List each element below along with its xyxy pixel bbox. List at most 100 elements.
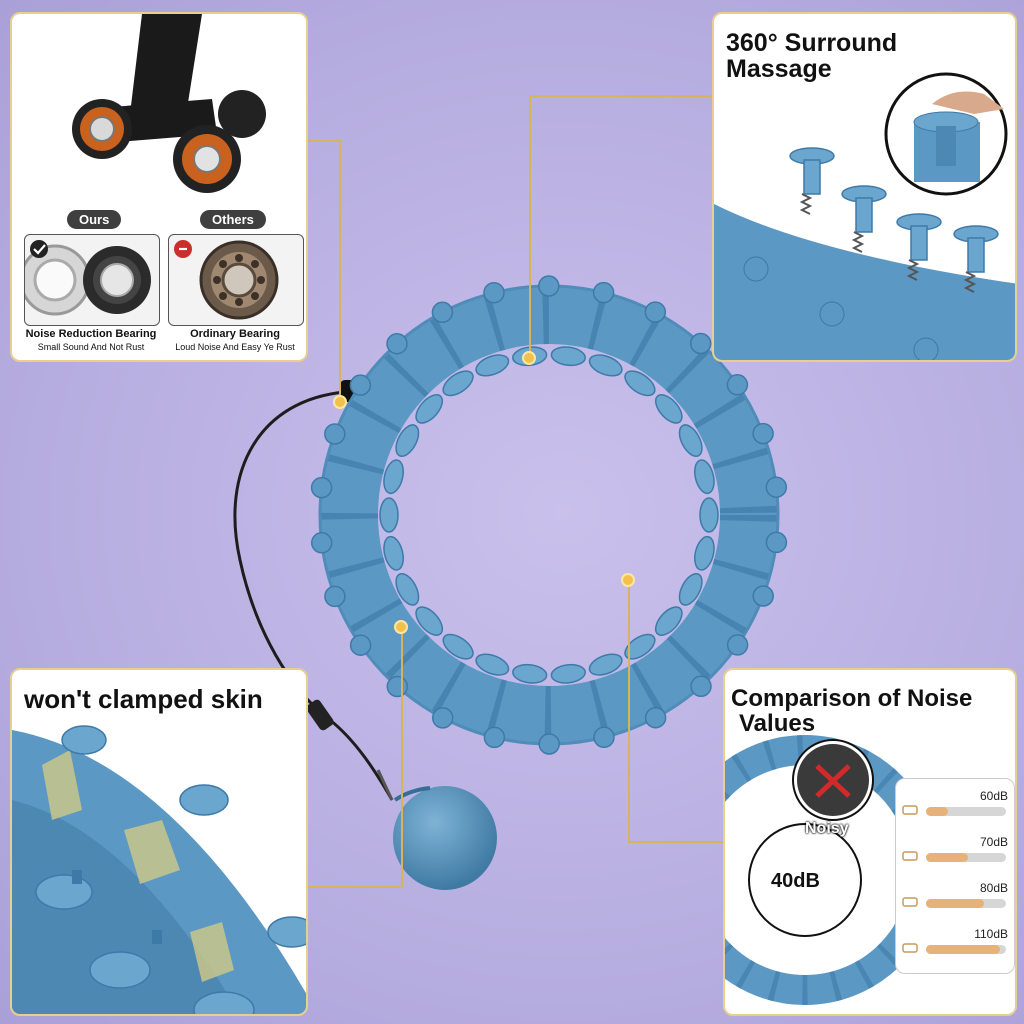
tag-ours: Ours (67, 210, 122, 229)
massage-title: 360° Surround Massage (726, 29, 898, 84)
noise-level-fill (926, 807, 949, 816)
massage-nub-closeup-image (714, 72, 1015, 360)
massage-nub (624, 633, 656, 660)
noise-level-track (926, 899, 1006, 908)
massage-nub (624, 370, 656, 397)
massage-nub (694, 535, 715, 571)
massage-nub (379, 497, 399, 533)
outer-bump (752, 585, 774, 607)
ours-bearing-title: Noise Reduction Bearing (25, 328, 157, 340)
outer-bump (689, 332, 712, 355)
noise-level-row: 110dB (896, 927, 1014, 967)
rope (233, 390, 394, 801)
massage-nub (654, 606, 683, 636)
noise-level-label: 60dB (979, 789, 1008, 803)
outer-bump (349, 374, 372, 396)
massage-nub (699, 497, 719, 533)
massage-nub (588, 354, 623, 377)
massage-nub (415, 606, 444, 636)
massage-nub (550, 346, 586, 367)
massage-nub (475, 653, 510, 676)
connector-skin (401, 628, 403, 888)
noise-title: Comparison of Noise Values (731, 685, 973, 738)
outer-bump (324, 423, 346, 445)
massage-nub (588, 653, 623, 676)
massage-nub (678, 424, 703, 457)
outer-bump (538, 733, 560, 755)
noise-level-track (926, 807, 1006, 816)
bearing-panel: Ours Others Noise Reduction Bearing Smal… (10, 12, 308, 362)
noise-level-fill (926, 899, 984, 908)
noise-level-fill (926, 945, 1000, 954)
outer-bump (752, 422, 774, 445)
callout-dot-bearing (333, 395, 347, 409)
massage-nub (383, 459, 404, 495)
noise-source-icon (902, 803, 918, 815)
outer-bump (386, 332, 408, 355)
massage-nub (383, 535, 404, 571)
ours-bearing-subtitle: Small Sound And Not Rust (37, 342, 145, 352)
noise-level-label: 70dB (979, 835, 1008, 849)
noise-source-icon (902, 941, 918, 953)
noise-level-fill (926, 853, 968, 862)
massage-nub (512, 663, 548, 684)
massage-nub (678, 573, 703, 606)
ordinary-bearing-title: Ordinary Bearing (190, 328, 280, 340)
noise-panel: Comparison of Noise Values Noisy 40dB 60… (723, 668, 1017, 1016)
outer-bump (644, 706, 667, 729)
bearing-others-card (168, 234, 304, 326)
connector-bearing (307, 140, 341, 142)
outer-bump (431, 301, 454, 324)
outer-bump (644, 301, 667, 323)
outer-bump (324, 585, 346, 608)
bearing-others-caption: Ordinary Bearing Loud Noise And Easy Ye … (162, 328, 306, 352)
connector-massage (529, 95, 713, 97)
outer-bump (726, 634, 749, 656)
massage-nubs (379, 346, 719, 684)
outer-bumps (310, 275, 788, 755)
outer-bump (483, 726, 506, 749)
weighted-ball (393, 786, 497, 890)
outer-bump (765, 476, 788, 498)
noise-level-row: 70dB (896, 835, 1014, 875)
massage-panel: 360° Surround Massage (712, 12, 1017, 362)
noise-level-track (926, 945, 1006, 954)
massage-nub (395, 573, 420, 606)
connector-noise (628, 580, 630, 843)
callout-dot-noise (621, 573, 635, 587)
noise-level-label: 110dB (974, 927, 1008, 941)
outer-bump (349, 634, 372, 656)
outer-bump (593, 726, 615, 749)
tag-others: Others (200, 210, 266, 229)
massage-nub (654, 394, 683, 424)
bearing-ours-card (19, 234, 160, 326)
skin-panel: won't clamped skin (10, 668, 308, 1016)
outer-bump (431, 707, 454, 729)
skin-title: won't clamped skin (24, 684, 263, 714)
massage-nub (694, 459, 715, 495)
outer-bump (538, 275, 560, 297)
noise-level-label: 80dB (979, 881, 1008, 895)
outer-bump (592, 281, 615, 304)
outer-bump (483, 281, 505, 304)
noise-level-row: 60dB (896, 789, 1014, 829)
outer-bump (726, 374, 749, 396)
massage-nub (475, 354, 510, 377)
wheel-assembly-image (72, 14, 266, 193)
massage-nub (395, 424, 420, 457)
outer-bump (765, 531, 788, 554)
noise-level-track (926, 853, 1006, 862)
hoop-segment-closeup-image (12, 725, 306, 1014)
ours-noise-value: 40dB (771, 870, 820, 892)
noise-level-row: 80dB (896, 881, 1014, 921)
noise-levels-card: 60dB 70dB 80dB 110dB (895, 778, 1015, 974)
callout-dot-skin (394, 620, 408, 634)
noise-source-icon (902, 849, 918, 861)
noisy-label: Noisy (805, 820, 849, 837)
callout-dot-massage (522, 351, 536, 365)
outer-bump (386, 675, 409, 698)
massage-nub (442, 370, 474, 397)
massage-nub (442, 633, 474, 660)
bearing-ours-caption: Noise Reduction Bearing Small Sound And … (18, 328, 164, 352)
